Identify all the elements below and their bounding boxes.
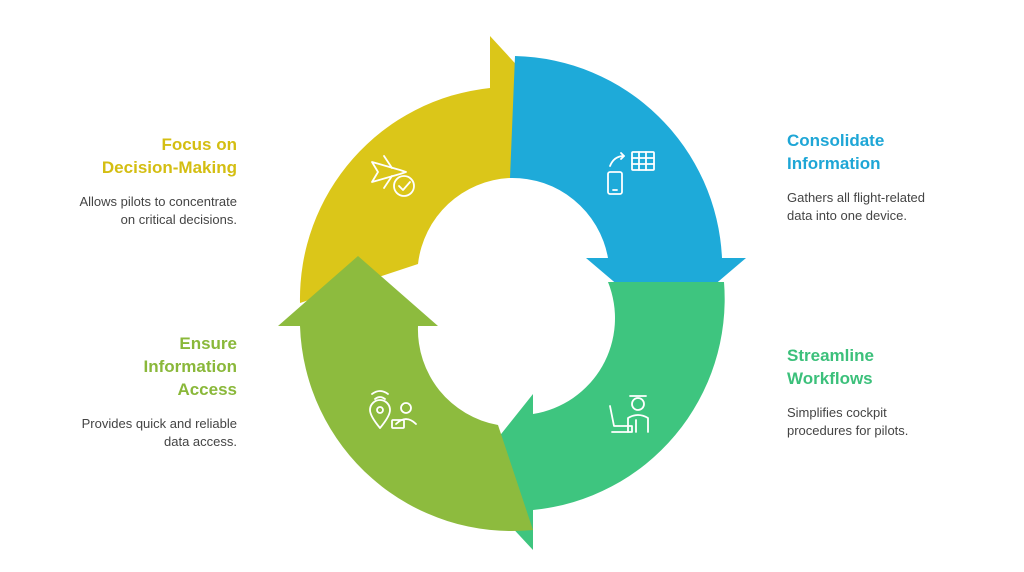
location-access-icon: [369, 390, 417, 429]
step-consolidate-title-line-1: Consolidate: [787, 131, 885, 150]
plane-check-icon: [371, 155, 415, 197]
step-consolidate-title: Consolidate Information: [787, 129, 1017, 175]
step-ensure-title-line-1: Ensure: [179, 334, 237, 353]
step-streamline: Streamline Workflows Simplifies cockpit …: [787, 344, 1017, 440]
step-focus-description: Allows pilots to concentrate on critical…: [7, 193, 237, 229]
step-ensure-desc-line-1: Provides quick and reliable: [81, 416, 237, 431]
step-focus-title-line-2: Decision-Making: [101, 158, 237, 177]
arrow-streamline: [466, 282, 725, 550]
step-consolidate-description: Gathers all flight-related data into one…: [787, 189, 1017, 225]
step-focus-title-line-1: Focus on: [161, 135, 237, 154]
step-focus: Focus on Decision-Making Allows pilots t…: [7, 133, 237, 229]
arrow-ensure: [278, 256, 533, 532]
pilot-seat-icon: [609, 395, 649, 433]
step-ensure-title-line-3: Access: [177, 380, 237, 399]
phone-table-icon: [607, 151, 655, 195]
step-ensure: Ensure Information Access Provides quick…: [7, 332, 237, 451]
step-consolidate-desc-line-2: data into one device.: [787, 208, 907, 223]
step-ensure-description: Provides quick and reliable data access.: [7, 415, 237, 451]
step-streamline-title-line-1: Streamline: [787, 346, 874, 365]
step-focus-title: Focus on Decision-Making: [7, 133, 237, 179]
step-consolidate-title-line-2: Information: [787, 154, 881, 173]
step-ensure-desc-line-2: data access.: [164, 434, 237, 449]
arrow-consolidate: [510, 56, 746, 326]
step-ensure-title: Ensure Information Access: [7, 332, 238, 401]
step-streamline-title: Streamline Workflows: [787, 344, 1017, 390]
step-consolidate: Consolidate Information Gathers all flig…: [787, 129, 1017, 225]
step-streamline-title-line-2: Workflows: [787, 369, 873, 388]
step-streamline-desc-line-2: procedures for pilots.: [787, 423, 909, 438]
step-focus-desc-line-1: Allows pilots to concentrate: [79, 194, 237, 209]
step-streamline-desc-line-1: Simplifies cockpit: [787, 405, 887, 420]
step-consolidate-desc-line-1: Gathers all flight-related: [787, 190, 926, 205]
step-streamline-description: Simplifies cockpit procedures for pilots…: [787, 404, 1017, 440]
step-focus-desc-line-2: on critical decisions.: [120, 212, 237, 227]
arrow-focus: [299, 36, 558, 303]
step-ensure-title-line-2: Information: [143, 357, 238, 376]
